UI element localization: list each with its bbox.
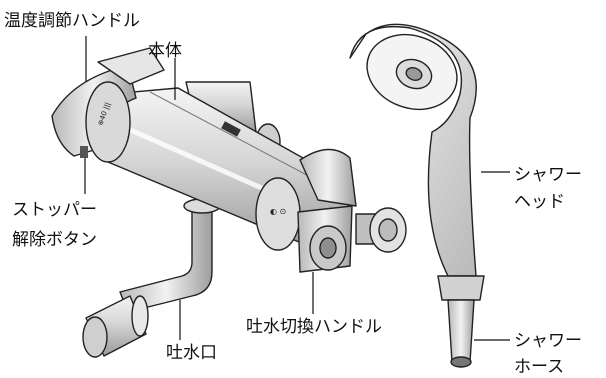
label-body: 本体 (148, 41, 182, 61)
spout-pipe (119, 198, 221, 313)
label-spout: 吐水口 (166, 343, 217, 363)
wall-mount-right (299, 148, 407, 253)
label-shower-head-line2: ヘッド (514, 192, 565, 212)
leader-lines (84, 36, 510, 341)
label-shower-hose-line1: シャワー (514, 331, 582, 351)
faucet-illustration: ⊕40 ||| ◐ ⊙ (51, 47, 407, 358)
label-temperature-handle: 温度調節ハンドル (4, 11, 140, 31)
shower-hose-illustration (447, 299, 475, 368)
diverter-handle-illustration: ◐ ⊙ (255, 177, 353, 273)
shower-illustration (349, 23, 485, 368)
label-stopper-line2: 解除ボタン (12, 230, 97, 250)
spout-outlet (82, 295, 149, 358)
shower-head-illustration (349, 23, 485, 301)
label-shower-head-line1: シャワー (514, 165, 582, 185)
svg-text:◐ ⊙: ◐ ⊙ (270, 207, 286, 216)
label-stopper-line1: ストッパー (12, 200, 97, 220)
temperature-handle-illustration: ⊕40 ||| (51, 47, 165, 163)
label-shower-hose-line2: ホース (514, 357, 564, 377)
label-diverter-handle: 吐水切換ハンドル (246, 317, 382, 337)
